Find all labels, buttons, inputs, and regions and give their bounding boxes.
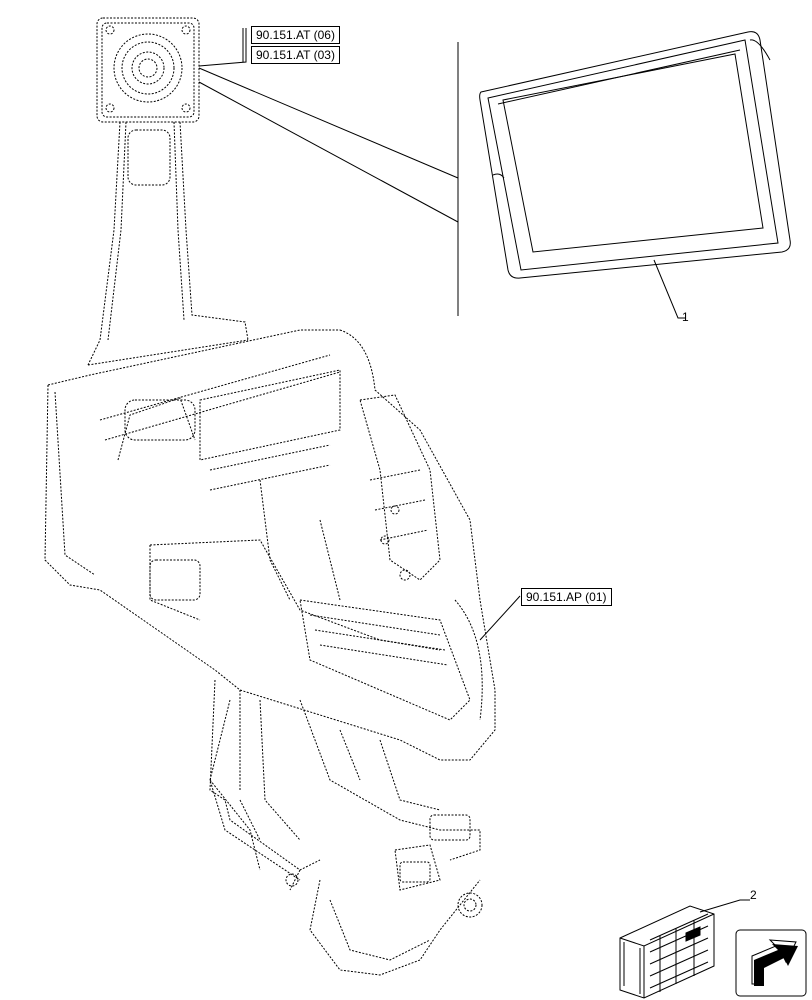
lower-bracket	[209, 679, 483, 976]
support-arm	[87, 121, 249, 366]
reference-label-top-2[interactable]: 90.151.AT (03)	[251, 46, 340, 64]
projection-line-lower	[198, 81, 459, 223]
leader-line-item-1	[653, 259, 686, 319]
mount-plate	[96, 17, 200, 123]
reference-label-console[interactable]: 90.151.AP (01)	[521, 588, 612, 606]
leader-line-item-2	[699, 899, 750, 913]
callout-item-1: 1	[682, 310, 689, 324]
callout-item-2: 2	[750, 888, 757, 902]
navigation-arrow-icon	[735, 929, 807, 997]
leader-line-ref-console	[479, 595, 521, 641]
console-body	[44, 329, 496, 761]
monitor-display	[479, 31, 791, 279]
parts-box-icon	[619, 905, 715, 999]
projection-line-upper	[198, 67, 459, 179]
leader-line-ref-top	[198, 28, 247, 67]
reference-label-top-1[interactable]: 90.151.AT (06)	[251, 26, 340, 44]
